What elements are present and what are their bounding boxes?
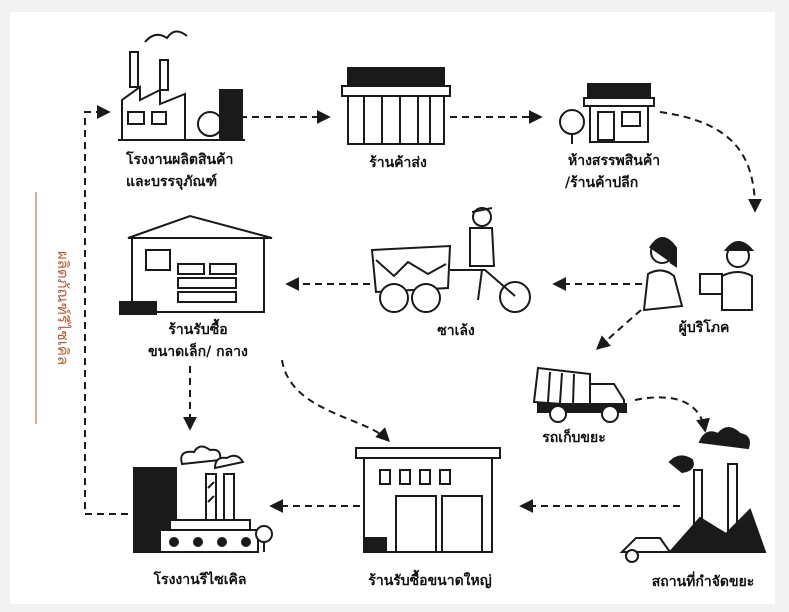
- wholesale-store-icon: [341, 67, 451, 145]
- diagram-canvas: ผลิตภัณฑ์รีไซเคิล โรงงานผลิตสินค้า และบร…: [10, 12, 775, 604]
- label-large-shop: ร้านรับซื้อขนาดใหญ่: [368, 569, 491, 589]
- label-retail-line1: ห้างสรรพสินค้า: [568, 153, 660, 169]
- label-peddler: ซาเล้ง: [437, 323, 475, 339]
- disposal-site-icon: [619, 427, 767, 563]
- flow-arrows: [84, 105, 762, 515]
- recycling-plant-icon: [133, 445, 273, 553]
- label-smallshop-line2: ขนาดเล็ก/ กลาง: [148, 342, 248, 360]
- arrow-smallshop-to-largeshop: [281, 359, 390, 442]
- recycling-flow-diagram: ผลิตภัณฑ์รีไซเคิล โรงงานผลิตสินค้า และบร…: [35, 30, 767, 590]
- arrow-recycling-to-factory: [84, 105, 128, 515]
- large-recycle-shop-icon: [355, 447, 501, 553]
- label-retail-line2: /ร้านค้าปลีก: [565, 175, 638, 191]
- label-disposal: สถานที่กำจัดขยะ: [652, 571, 755, 590]
- arrow-consumer-to-truck: [595, 301, 651, 350]
- label-garbage-truck: รถเก็บขยะ: [542, 428, 605, 446]
- garbage-truck-icon: [532, 366, 627, 423]
- label-recycling-plant: โรงงานรีไซเคิล: [153, 570, 247, 588]
- retail-store-icon: [559, 83, 655, 144]
- factory-icon: [118, 30, 245, 141]
- small-recycle-shop-icon: [119, 214, 273, 315]
- consumer-people-icon: [642, 237, 755, 312]
- label-consumer: ผู้บริโภค: [679, 318, 730, 336]
- label-factory-line1: โรงงานผลิตสินค้า: [125, 150, 233, 168]
- label-wholesale: ร้านค้าส่ง: [369, 155, 427, 171]
- side-label: ผลิตภัณฑ์รีไซเคิล: [54, 251, 72, 365]
- arrow-retail-to-consumer: [659, 111, 762, 213]
- label-factory-line2: และบรรจุภัณฑ์: [126, 173, 217, 190]
- arrow-truck-to-disposal: [634, 396, 710, 433]
- peddler-tricycle-icon: [370, 207, 531, 313]
- label-smallshop-line1: ร้านรับซื้อ: [168, 318, 227, 338]
